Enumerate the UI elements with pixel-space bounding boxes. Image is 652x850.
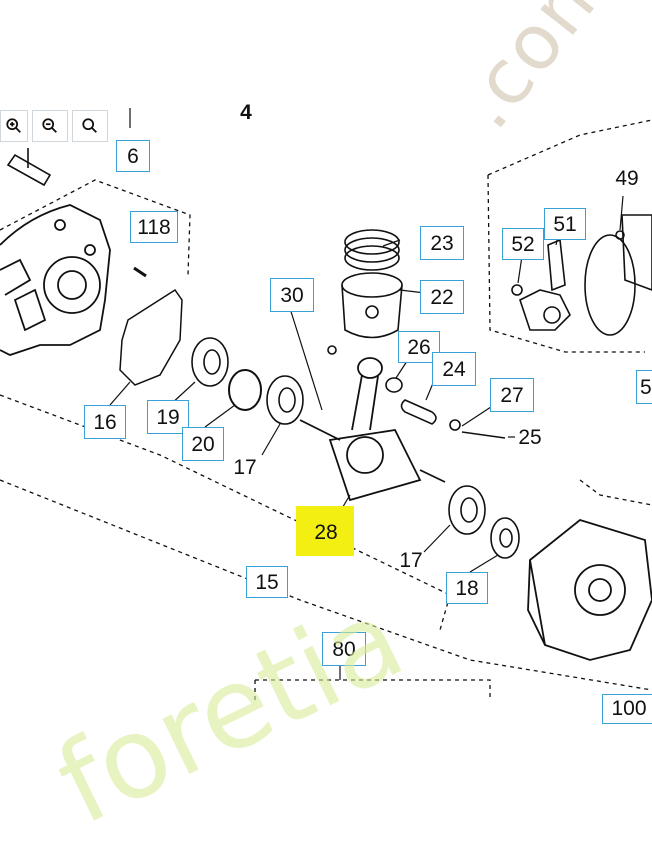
part-label-27[interactable]: 27: [490, 378, 534, 412]
part-label-4: 4: [240, 100, 252, 124]
part-label-18[interactable]: 18: [446, 572, 488, 604]
part-label-28[interactable]: 28: [314, 520, 338, 544]
zoom-in-button[interactable]: [0, 110, 28, 142]
part-label-24[interactable]: 24: [432, 352, 476, 386]
crankcase-half-right: [527, 518, 652, 661]
zoom-out-icon: [42, 118, 57, 133]
part-label-16[interactable]: 16: [84, 405, 126, 439]
piston-rings: [344, 229, 400, 271]
part-label-118[interactable]: 118: [130, 211, 178, 243]
zoom-in-icon: [6, 118, 21, 133]
screw: [461, 431, 506, 439]
part-label-5[interactable]: 5: [636, 370, 652, 404]
clip: [327, 345, 337, 355]
part-label-30[interactable]: 30: [270, 278, 314, 312]
oil-seal: [490, 517, 520, 559]
selected-part-highlight: [296, 506, 354, 556]
bearing-17-right: [448, 485, 486, 535]
part-label-15[interactable]: 15: [246, 566, 288, 598]
piston-pin: [400, 399, 437, 425]
bolt: [6, 148, 52, 187]
crankshaft: [299, 357, 446, 502]
zoom-reset-icon: [82, 118, 97, 133]
pin: [133, 266, 147, 278]
zoom-toolbar: [0, 110, 108, 142]
part-label-49: 49: [615, 166, 639, 190]
clip: [449, 419, 461, 431]
part-label-23[interactable]: 23: [420, 226, 464, 260]
part-label-17-left: 17: [233, 455, 257, 479]
part-label-52[interactable]: 52: [502, 228, 544, 260]
part-label-26[interactable]: 26: [398, 331, 440, 363]
exploded-view-drawing: [0, 108, 652, 700]
part-label-25: 25: [518, 425, 542, 449]
piston: [341, 272, 403, 339]
part-label-22[interactable]: 22: [420, 280, 464, 314]
zoom-out-button[interactable]: [32, 110, 68, 142]
part-label-80[interactable]: 80: [322, 632, 366, 666]
bearing-19: [191, 337, 229, 387]
recoil-assembly: [511, 214, 652, 336]
zoom-reset-button[interactable]: [72, 110, 108, 142]
part-label-100[interactable]: 100: [602, 694, 652, 724]
part-label-17-right: 17: [399, 548, 423, 572]
bearing-17-left: [266, 375, 304, 425]
part-label-6[interactable]: 6: [116, 140, 150, 172]
gasket: [119, 288, 183, 386]
leader-lines: [109, 108, 624, 680]
needle-bearing: [385, 377, 403, 393]
part-label-20[interactable]: 20: [182, 427, 224, 461]
circlip: [228, 369, 262, 411]
part-label-51[interactable]: 51: [544, 208, 586, 240]
crankcase-half-left: [0, 204, 111, 356]
